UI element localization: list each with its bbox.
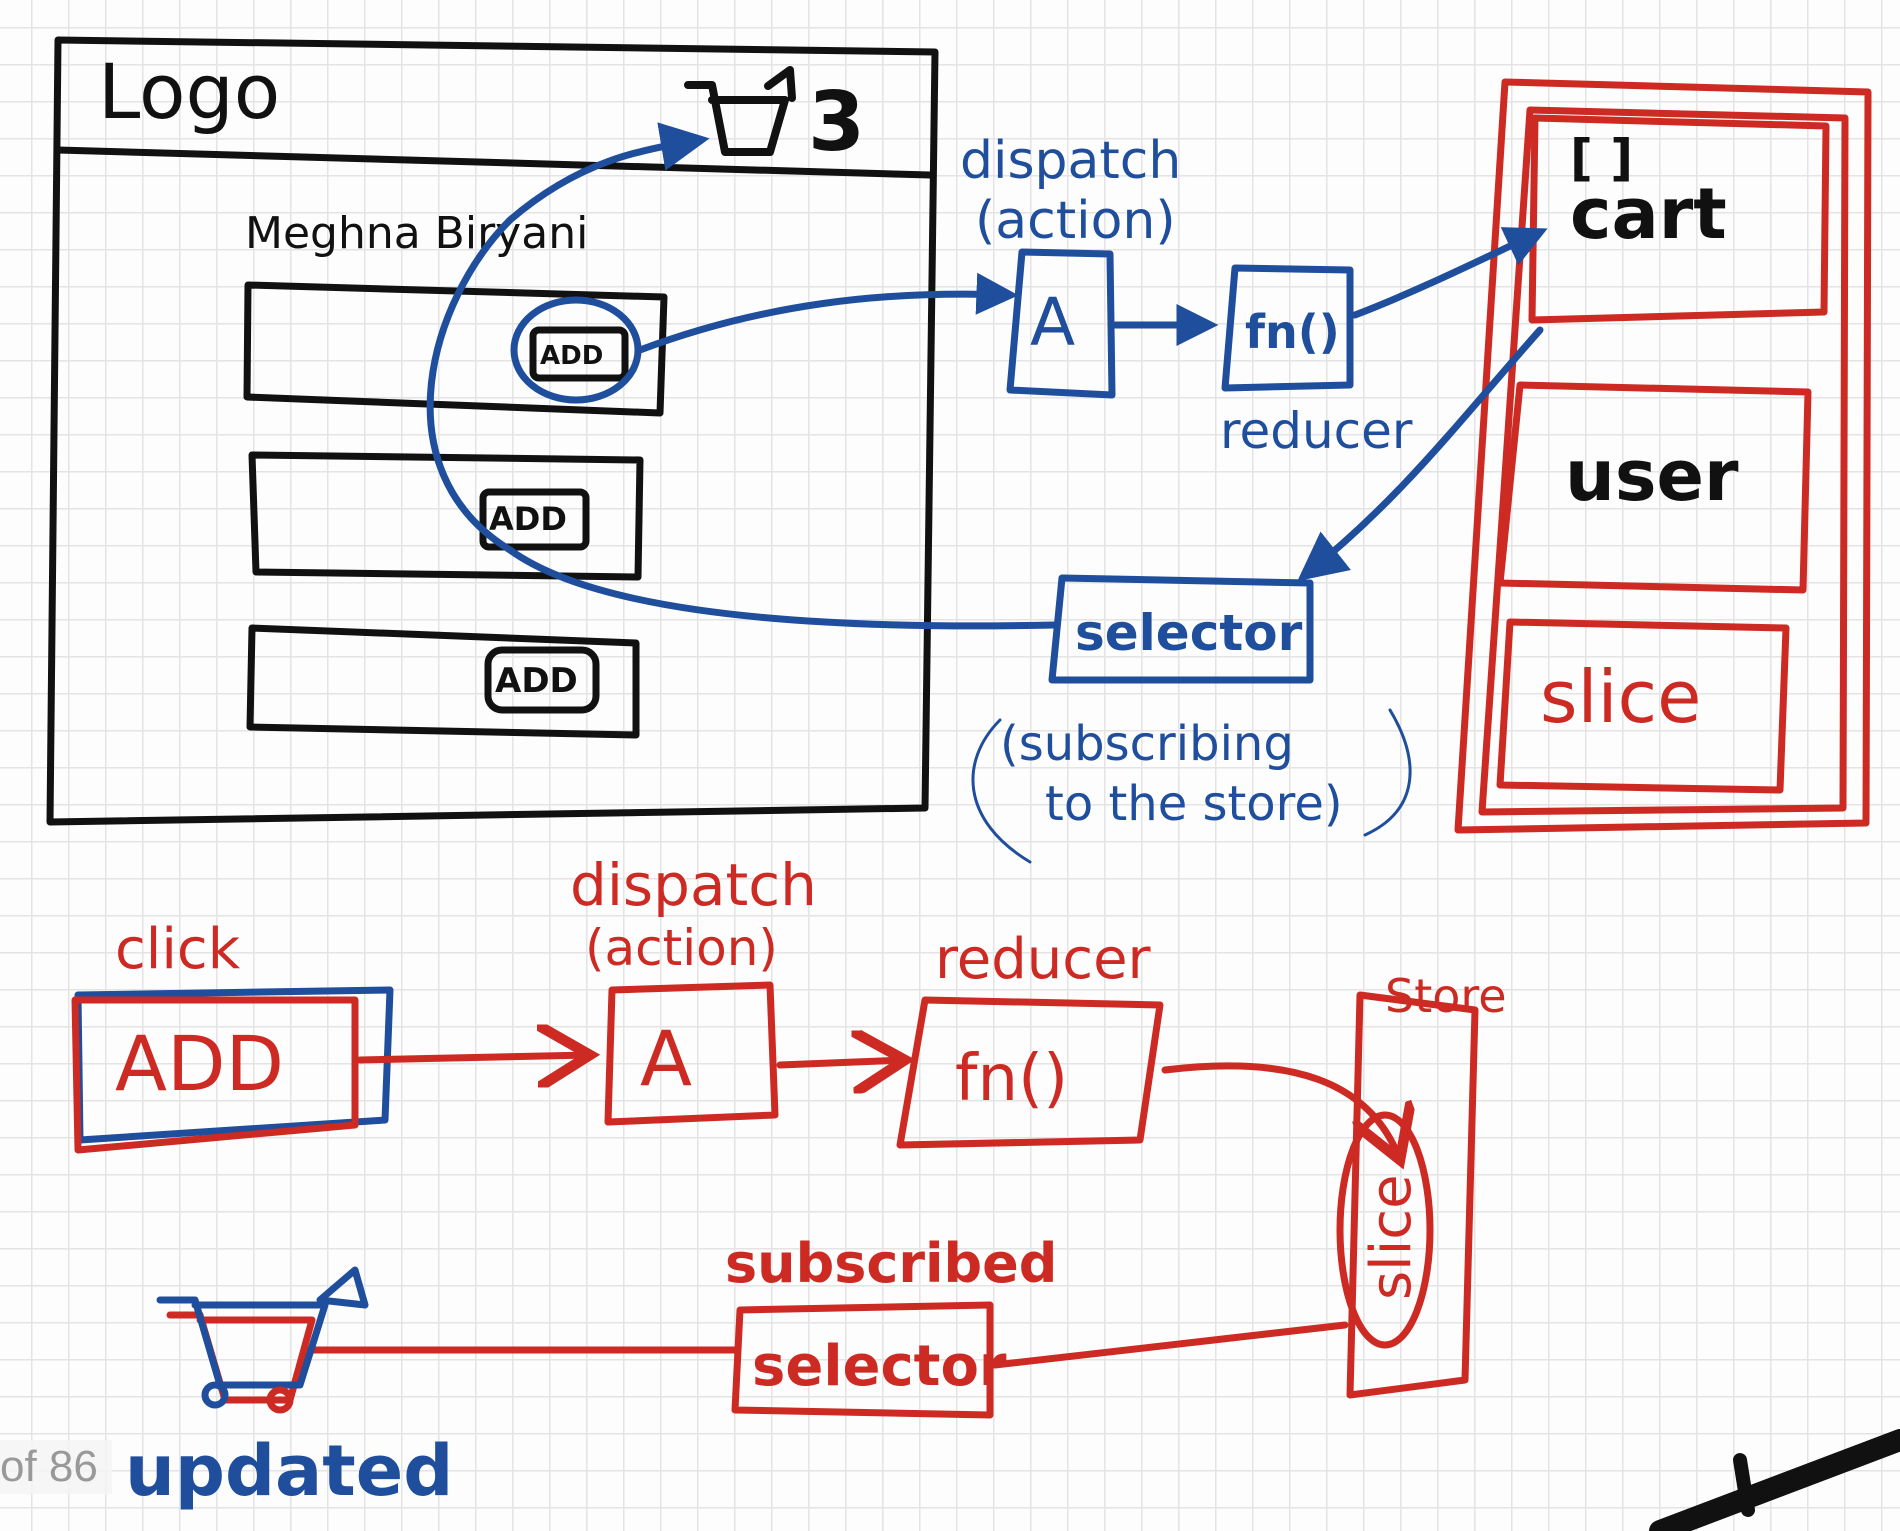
action-box-top-label: A [1030,284,1075,361]
subscribe-note-bracket-right [1363,708,1412,837]
mockup-frame [46,36,939,826]
selector-box-bottom [731,1301,994,1419]
dispatch-label-bottom: dispatch [570,851,817,919]
action-box-bottom [604,981,779,1126]
subscribed-label: subscribed [725,1232,1057,1295]
subscribe-note-line-1: (subscribing [1000,716,1294,772]
reducer-label-top: reducer [1220,402,1413,460]
add-box-bottom-red [71,996,359,1154]
selector-box-bottom-label: selector [752,1334,1007,1399]
dispatch-action-label-top: (action) [975,191,1176,251]
page-counter: of 86 [0,1440,112,1494]
add-button-3 [484,646,600,714]
store-column-bottom [1346,991,1479,1399]
arrow-add-to-action [636,272,1019,354]
arrow-action-to-reducer-bottom [776,1060,905,1065]
product-row-3 [246,624,640,739]
cart-brackets: [ ] [1570,129,1633,187]
reducer-label-bottom: reducer [935,927,1152,992]
updated-label: updated [125,1430,453,1512]
cart-icon-bottom [156,1266,369,1414]
arrow-reducer-to-store [1351,227,1548,319]
click-label: click [115,917,241,982]
dispatch-label-top: dispatch [960,131,1181,191]
reducer-box-bottom [896,996,1164,1149]
reducer-box-top [1221,264,1354,392]
product-row-1 [243,281,668,417]
arrow-add-to-action-bottom [356,1055,590,1060]
arrow-reducer-to-store-bottom [1161,1062,1400,1160]
add-button-1-label: ADD [540,341,603,371]
action-box-bottom-label: A [640,1014,692,1103]
subscribe-note-line-2: to the store) [1045,776,1343,832]
cart-count: 3 [808,75,865,170]
slice-label-bottom: slice [1359,1174,1424,1300]
add-box-bottom-label: ADD [115,1019,284,1108]
cart-icon-top [684,66,796,156]
mockup-logo: Logo [98,47,280,136]
pen-stand [1649,1429,1900,1531]
slice-box [1496,618,1790,794]
store-name: Meghna Biryani [245,208,588,259]
selector-box-top-label: selector [1075,604,1303,662]
store-outer [1454,78,1872,834]
arrow-store-to-selector [1297,326,1544,582]
action-box-top [1006,248,1116,399]
selector-box-top [1048,574,1314,684]
user-slice-label: user [1565,435,1739,517]
add-button-3-label: ADD [495,661,578,701]
slice-label: slice [1540,655,1701,739]
cart-slice-label: cart [1570,173,1727,255]
subscribe-note-bracket-left [971,718,1032,864]
add-button-1 [529,326,629,382]
reducer-box-bottom-label: fn() [955,1042,1068,1116]
add-button-2 [479,488,590,551]
store-label-bottom: Store [1385,969,1507,1023]
user-slice-box [1496,381,1812,594]
ui-mockup [46,36,939,826]
reducer-box-top-label: fn() [1245,305,1340,359]
arrow-selector-to-cart [426,122,1059,630]
dispatch-action-label-bottom: (action) [585,919,778,977]
add-button-2-label: ADD [489,500,567,538]
mockup-header-divider [54,146,934,179]
line-store-to-selector-bottom [991,1321,1349,1369]
product-row-2 [248,451,644,581]
